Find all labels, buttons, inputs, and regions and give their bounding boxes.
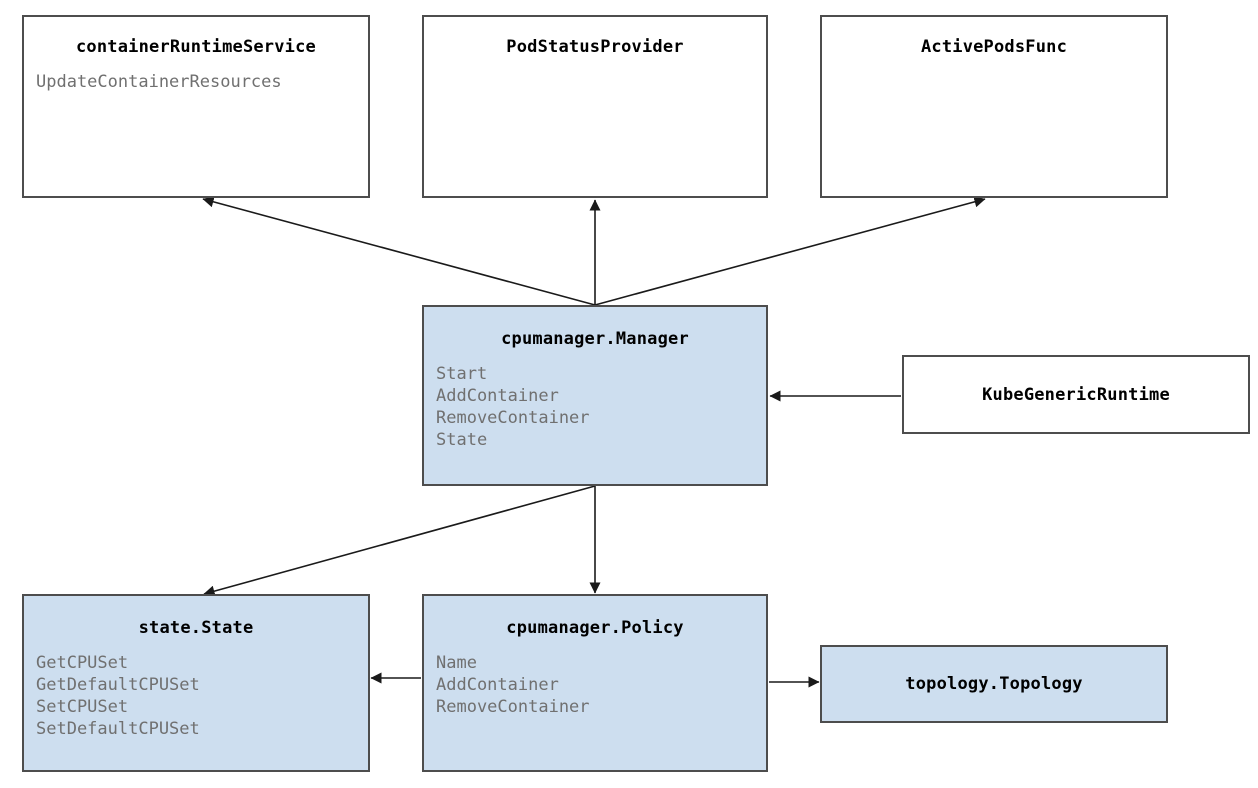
node-title: state.State [138,618,254,638]
member-item: UpdateContainerResources [36,72,282,92]
node-cpumanager-manager[interactable]: cpumanager.Manager Start AddContainer Re… [422,305,768,486]
node-members: Start AddContainer RemoveContainer State [436,363,754,451]
node-title: cpumanager.Policy [506,618,684,638]
node-title: topology.Topology [905,674,1083,694]
node-kube-generic-runtime[interactable]: KubeGenericRuntime [902,355,1250,434]
member-item: SetDefaultCPUSet [36,719,200,739]
node-topology-topology[interactable]: topology.Topology [820,645,1168,723]
node-state-state[interactable]: state.State GetCPUSet GetDefaultCPUSet S… [22,594,370,772]
node-title: KubeGenericRuntime [982,384,1170,405]
member-item: Start [436,364,488,384]
member-item: GetCPUSet [36,653,129,673]
member-item: State [436,430,488,450]
member-item: Name [436,653,477,673]
member-item: GetDefaultCPUSet [36,675,200,695]
edge-manager-to-state-state [203,485,596,597]
member-item: AddContainer [436,386,559,406]
edge-manager-to-container-runtime-service [202,196,596,306]
node-container-runtime-service[interactable]: containerRuntimeService UpdateContainerR… [22,15,370,198]
member-item: SetCPUSet [36,697,129,717]
node-members: GetCPUSet GetDefaultCPUSet SetCPUSet Set… [36,652,356,740]
node-active-pods-func[interactable]: ActivePodsFunc [820,15,1168,198]
member-item: RemoveContainer [436,408,590,428]
node-title: PodStatusProvider [506,37,684,57]
node-title: cpumanager.Manager [501,329,689,349]
node-pod-status-provider[interactable]: PodStatusProvider [422,15,768,198]
node-cpumanager-policy[interactable]: cpumanager.Policy Name AddContainer Remo… [422,594,768,772]
member-item: RemoveContainer [436,697,590,717]
member-item: AddContainer [436,675,559,695]
node-title: ActivePodsFunc [920,37,1068,57]
edge-manager-to-active-pods-func [594,196,986,306]
node-members: UpdateContainerResources [36,71,356,93]
node-title: containerRuntimeService [75,37,316,57]
node-members: Name AddContainer RemoveContainer [436,652,754,718]
